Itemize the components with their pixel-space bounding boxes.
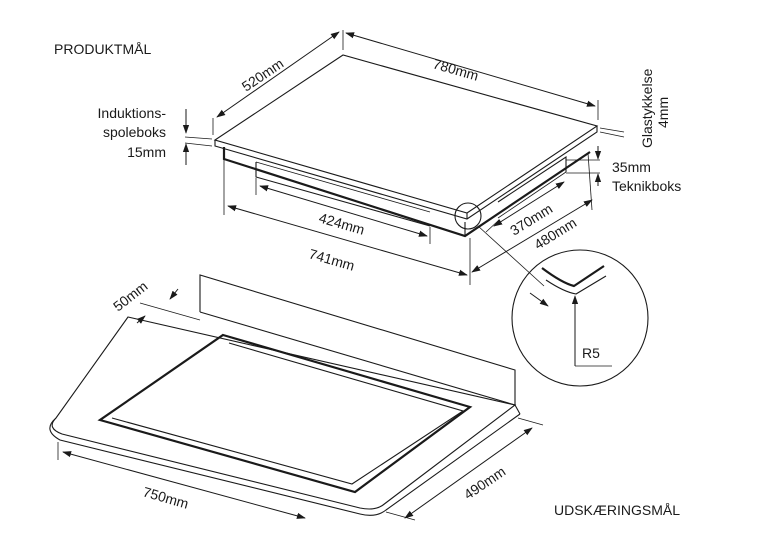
glass-thickness-value: 4mm — [655, 97, 671, 128]
coil-box-label-2: spoleboks — [103, 124, 166, 140]
cutout-width-750-label: 750mm — [141, 484, 190, 512]
cutout-depth-490-label: 490mm — [461, 463, 509, 502]
tech-box-height-label: 35mm — [612, 159, 651, 175]
rear-gap-50-label: 50mm — [110, 278, 151, 315]
tech-box-label: Teknikboks — [612, 178, 681, 194]
corner-radius-detail — [511, 249, 649, 387]
coil-box-label-3: 15mm — [127, 144, 166, 160]
product-heading: PRODUKTMÅL — [54, 41, 151, 57]
cutout-drawing — [49, 274, 544, 521]
width-780-label: 780mm — [431, 56, 480, 84]
depth-520-label: 520mm — [239, 55, 287, 94]
base-width-741-label: 741mm — [307, 246, 356, 274]
radius-label: R5 — [582, 345, 600, 361]
product-hob-drawing — [182, 30, 649, 387]
glass-thickness-label: Glastykkelse — [639, 68, 655, 148]
coil-box-label-1: Induktions- — [98, 105, 167, 121]
cutout-heading: UDSKÆRINGSMÅL — [554, 502, 680, 518]
